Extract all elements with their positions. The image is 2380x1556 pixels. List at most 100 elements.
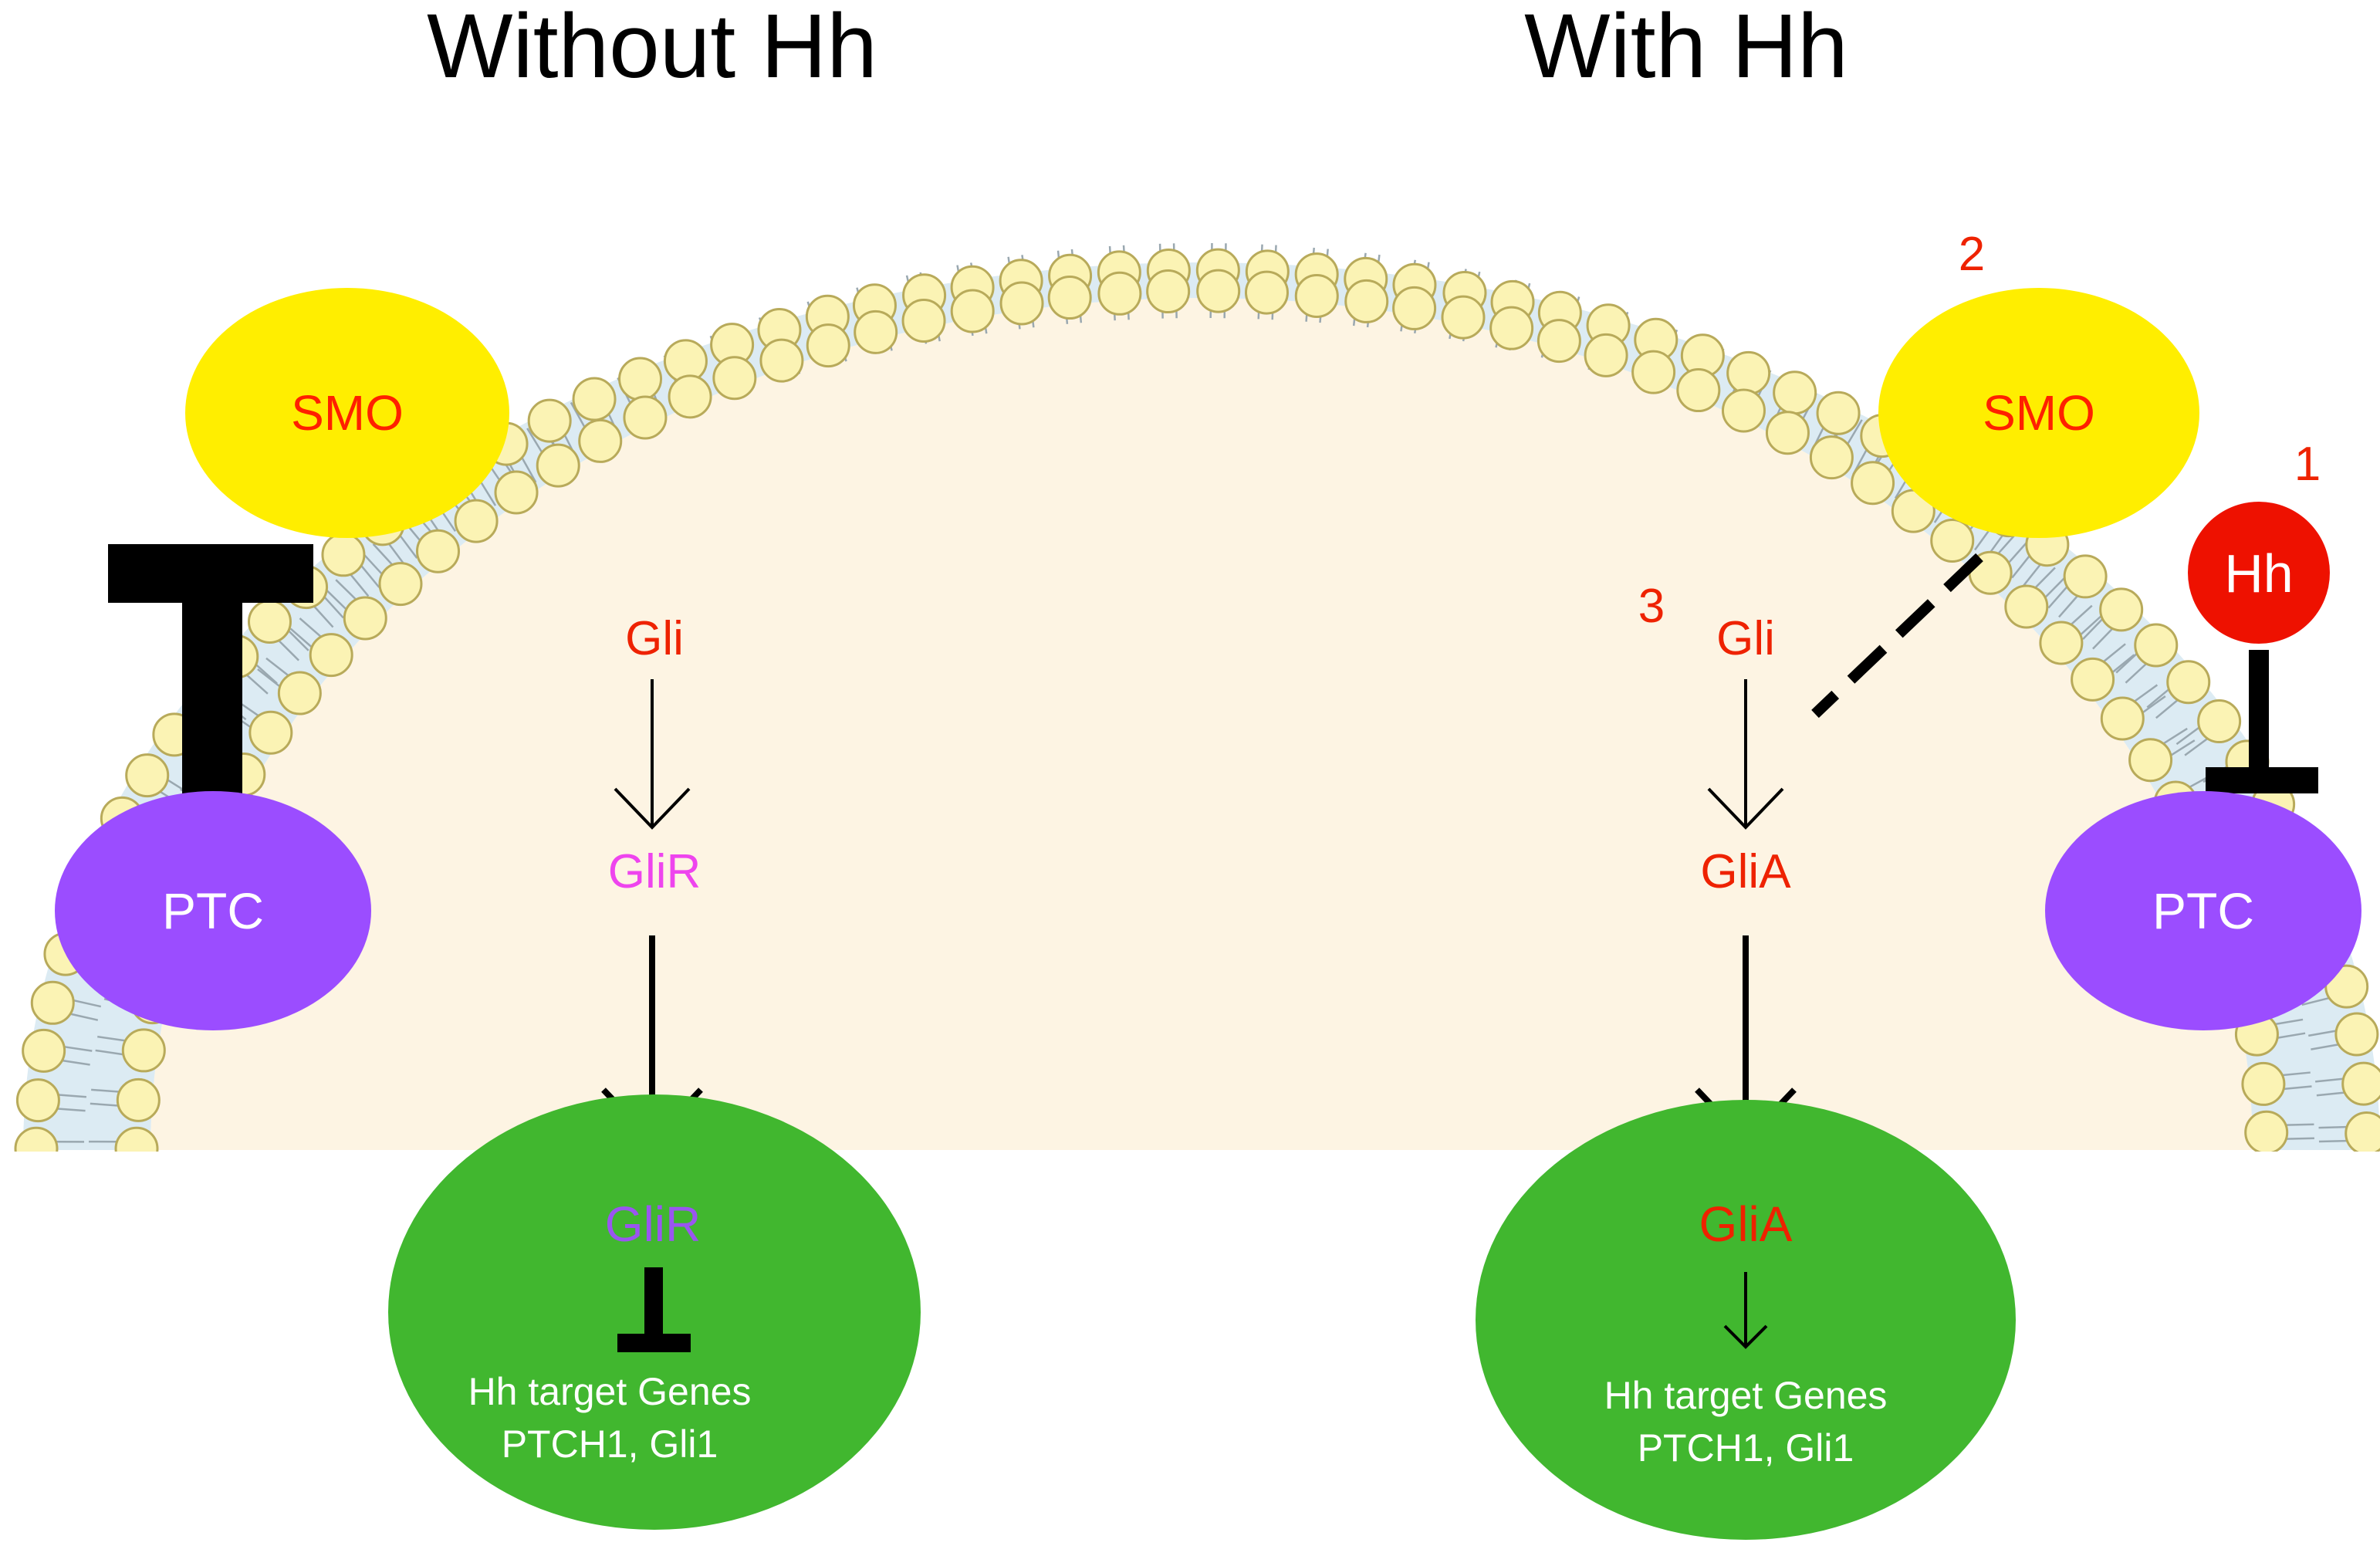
glia-cytoplasm: GliA	[1700, 845, 1791, 898]
lipid-head	[1148, 271, 1189, 313]
lipid-head	[417, 530, 458, 572]
lipid-head	[17, 1080, 59, 1121]
lipid-head	[2168, 661, 2209, 703]
lipid-head	[1246, 272, 1287, 313]
lipid-head	[1728, 352, 1770, 394]
lipid-head	[1394, 287, 1435, 329]
lipid-head	[1442, 296, 1484, 338]
title-without-hh: Without Hh	[427, 0, 877, 97]
lipid-head	[2246, 1111, 2287, 1153]
lipid-head	[1198, 270, 1239, 312]
nucleus-left: GliR Hh target Genes PTCH1, Gli1	[388, 1094, 921, 1530]
lipid-head	[2346, 1113, 2380, 1155]
lipid-head	[1001, 282, 1043, 324]
lipid-head	[529, 400, 570, 441]
lipid-head	[32, 982, 73, 1023]
lipid-head	[1049, 277, 1090, 319]
lipid-head	[2336, 1013, 2378, 1055]
title-with-hh: With Hh	[1524, 0, 1848, 97]
lipid-head	[2343, 1063, 2380, 1104]
step-number-3: 3	[1638, 580, 1665, 633]
lipid-head	[1491, 307, 1533, 349]
lipid-head	[248, 601, 290, 643]
lipid-head	[952, 290, 993, 332]
lipid-head	[1538, 320, 1580, 362]
lipid-head	[537, 445, 579, 486]
ptc-left-label: PTC	[162, 882, 264, 939]
lipid-head	[23, 1030, 65, 1071]
lipid-head	[2072, 658, 2114, 700]
lipid-head	[903, 300, 945, 342]
lipid-head	[1817, 392, 1859, 434]
lipid-head	[250, 712, 292, 753]
lipid-head	[1810, 437, 1852, 479]
lipid-head	[1932, 520, 1973, 562]
lipid-head	[2101, 698, 2143, 739]
lipid-head	[495, 472, 537, 513]
lipid-head	[2101, 589, 2142, 631]
lipid-tail	[2319, 1141, 2347, 1142]
ptc-right-label: PTC	[2152, 882, 2254, 939]
glia-nucleus: GliA	[1699, 1196, 1793, 1252]
hh-label: Hh	[2224, 543, 2293, 604]
ptc-left: PTC	[55, 791, 371, 1030]
lipid-head	[2130, 739, 2172, 781]
lipid-head	[323, 534, 364, 576]
ptc-right: PTC	[2045, 791, 2361, 1030]
lipid-head	[2243, 1063, 2284, 1104]
lipid-tail	[2319, 1127, 2347, 1128]
lipid-head	[1852, 462, 1894, 504]
lipid-head	[1346, 280, 1388, 322]
lipid-head	[624, 397, 666, 438]
lipid-head	[1585, 334, 1627, 376]
lipid-head	[714, 357, 756, 399]
target-genes-left-line2: PTCH1, Gli1	[502, 1422, 718, 1466]
lipid-head	[761, 340, 803, 381]
lipid-head	[344, 597, 386, 639]
bottom-background	[0, 1152, 2380, 1552]
lipid-head	[580, 420, 621, 462]
lipid-head	[1296, 276, 1337, 317]
lipid-head	[2064, 556, 2106, 597]
lipid-head	[620, 358, 661, 400]
lipid-head	[123, 1030, 164, 1071]
gli-right: Gli	[1716, 612, 1775, 665]
target-genes-left-line1: Hh target Genes	[468, 1370, 752, 1413]
lipid-head	[2006, 586, 2047, 627]
lipid-head	[1774, 372, 1816, 414]
lipid-head	[455, 500, 497, 542]
nucleus-right: GliA Hh target Genes PTCH1, Gli1	[1476, 1100, 2016, 1540]
lipid-head	[573, 378, 615, 420]
hh-ligand: Hh	[2188, 502, 2330, 644]
lipid-head	[1678, 370, 1719, 411]
lipid-head	[380, 563, 421, 605]
lipid-head	[2135, 624, 2177, 666]
lipid-head	[117, 1079, 159, 1121]
lipid-head	[127, 755, 168, 797]
glir-nucleus: GliR	[605, 1196, 701, 1252]
lipid-head	[1766, 412, 1808, 454]
lipid-head	[807, 325, 849, 367]
target-genes-right-line2: PTCH1, Gli1	[1638, 1426, 1854, 1470]
smo-left-label: SMO	[291, 385, 404, 441]
lipid-head	[1722, 390, 1764, 431]
step-number-2: 2	[1959, 228, 1985, 281]
target-genes-right-line1: Hh target Genes	[1604, 1374, 1888, 1417]
lipid-tail	[2287, 1138, 2314, 1139]
smo-left: SMO	[185, 288, 509, 538]
gli-left: Gli	[625, 612, 684, 665]
step-number-1: 1	[2294, 438, 2321, 491]
lipid-head	[2040, 622, 2082, 664]
lipid-head	[2199, 701, 2240, 742]
lipid-head	[310, 634, 352, 676]
glir-cytoplasm: GliR	[608, 845, 701, 898]
lipid-head	[1099, 272, 1141, 314]
lipid-head	[855, 311, 897, 353]
smo-right: SMO	[1878, 288, 2199, 538]
lipid-head	[279, 672, 320, 714]
lipid-head	[1633, 351, 1675, 393]
lipid-head	[669, 376, 711, 418]
smo-right-label: SMO	[1983, 385, 2095, 441]
